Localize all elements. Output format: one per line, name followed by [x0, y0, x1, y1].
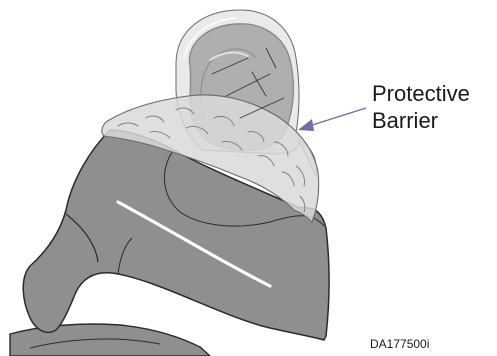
pointer-arrow-line: [306, 108, 366, 127]
callout-line-1: Protective: [372, 80, 470, 107]
figure-id: DA177500i: [370, 337, 429, 351]
protective-barrier-label: Protective Barrier: [372, 80, 470, 134]
callout-line-2: Barrier: [372, 107, 470, 134]
pointer-arrow-icon: [298, 119, 314, 131]
